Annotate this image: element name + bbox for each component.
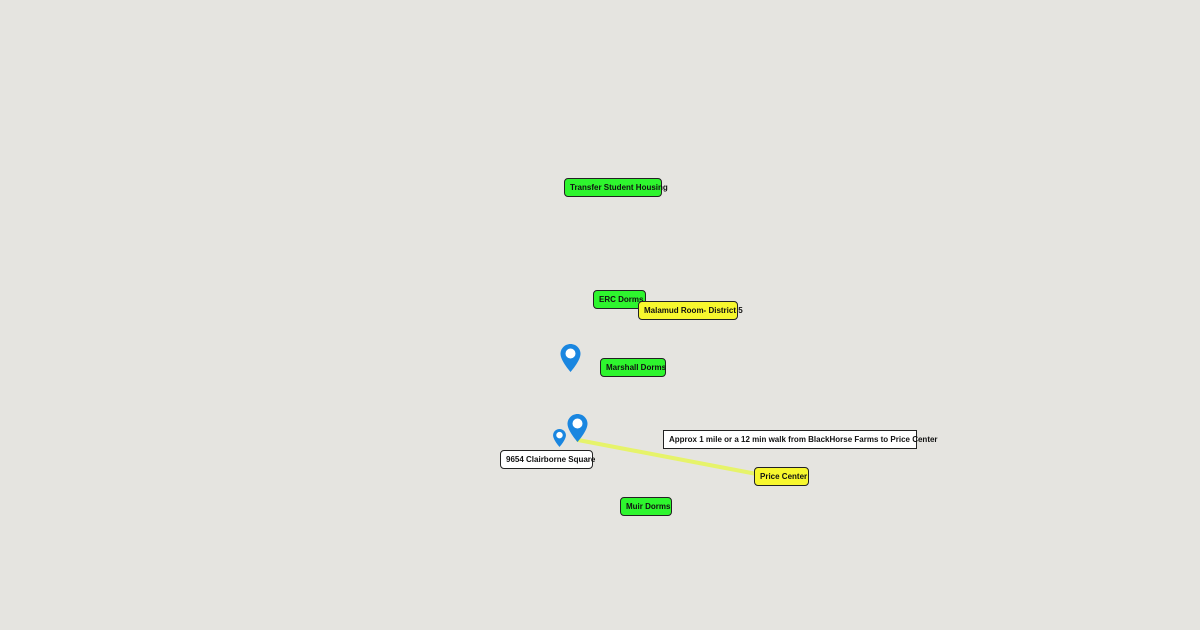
marker-label-malamud-room[interactable]: Malamud Room- District 5 <box>638 301 743 320</box>
map-pin-icon[interactable] <box>567 414 588 442</box>
marker-label-marshall-dorms[interactable]: Marshall Dorms <box>600 358 666 377</box>
map-pin-icon[interactable] <box>560 344 581 372</box>
marker-label-muir-dorms[interactable]: Muir Dorms <box>620 497 672 516</box>
marker-label-price-center[interactable]: Price Center <box>754 467 809 486</box>
route-note-label: Approx 1 mile or a 12 min walk from Blac… <box>663 430 938 449</box>
marker-label-clairborne-square[interactable]: 9654 Clairborne Square <box>500 450 595 469</box>
marker-label-erc-dorms[interactable]: ERC Dorms <box>593 290 646 309</box>
marker-label-transfer-student-housing[interactable]: Transfer Student Housing <box>564 178 668 197</box>
small-map-pin-icon[interactable] <box>553 429 566 447</box>
